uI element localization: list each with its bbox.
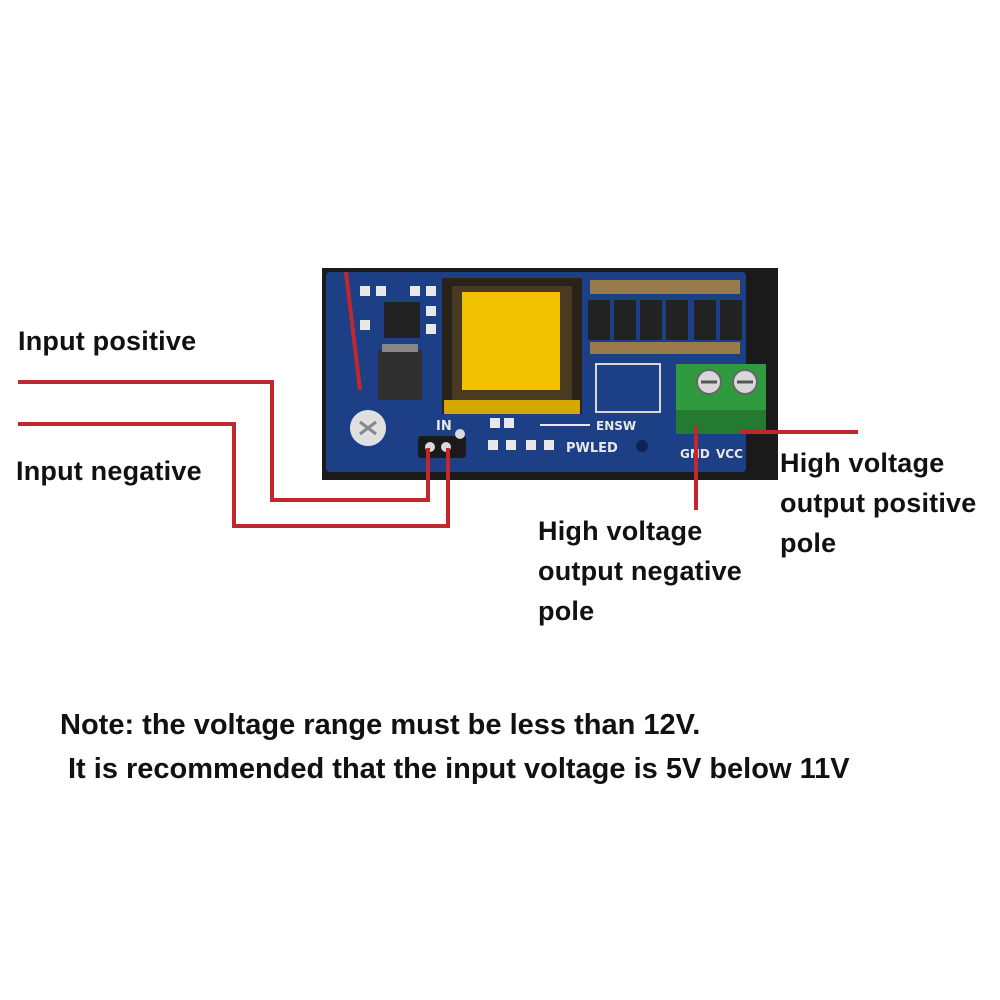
wires [18, 271, 858, 528]
note-line-1: Note: the voltage range must be less tha… [60, 709, 701, 741]
silk-ensw: ENSW [596, 419, 636, 433]
label-hv-negative-line2: output negative [538, 556, 742, 586]
ic-chip [384, 302, 420, 338]
label-hv-negative: High voltage output negative pole [538, 511, 742, 631]
silk-vcc: VCC [716, 447, 743, 461]
smd-pads [360, 286, 554, 450]
label-hv-positive: High voltage output positive pole [780, 443, 976, 563]
label-hv-positive-line1: High voltage [780, 448, 945, 478]
transformer-base [444, 400, 580, 414]
mosfet [378, 350, 422, 400]
label-input-negative: Input negative [16, 456, 202, 486]
mosfet-tab [382, 344, 418, 352]
transformer-winding [462, 292, 560, 390]
label-hv-negative-line3: pole [538, 596, 595, 626]
output-terminal-block [676, 364, 766, 434]
silk-in: IN [436, 419, 452, 434]
mount-hole [636, 440, 648, 452]
label-hv-positive-line3: pole [780, 528, 837, 558]
silk-pwled: PWLED [566, 441, 618, 456]
label-hv-positive-line2: output positive [780, 488, 977, 518]
wire-stub-left [344, 271, 362, 391]
label-input-positive: Input positive [18, 326, 197, 356]
diode-array [588, 280, 742, 354]
label-hv-negative-line1: High voltage [538, 516, 703, 546]
wire-input-negative [18, 422, 450, 528]
wire-input-positive [18, 380, 430, 502]
silkscreen-box [595, 363, 661, 413]
note-line-2: It is recommended that the input voltage… [68, 753, 850, 785]
